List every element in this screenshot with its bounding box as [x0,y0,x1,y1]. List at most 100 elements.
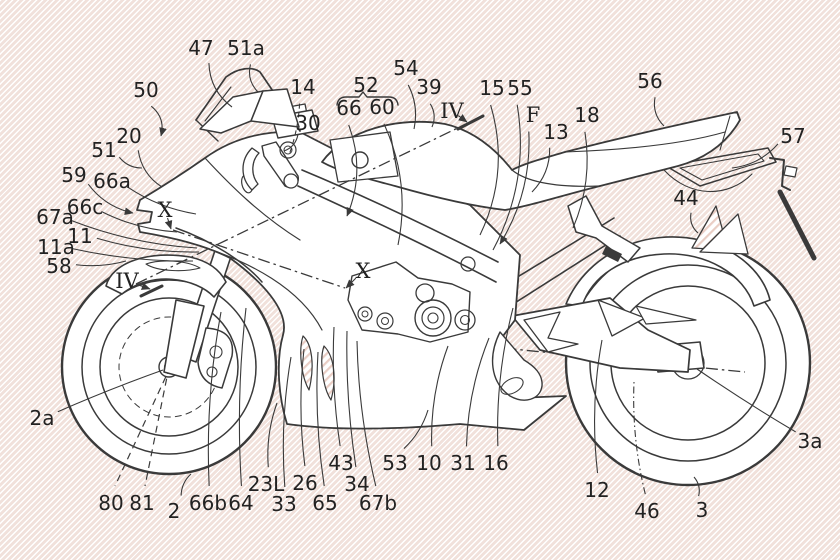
part-label-57-17: 57 [780,124,805,148]
leader-line-3a-51 [696,368,796,433]
part-label-26-39: 26 [292,471,317,495]
part-label-47-0: 47 [188,36,213,60]
part-label-56-16: 56 [637,69,662,93]
part-label-30-7: 30 [295,111,320,135]
part-label-66-5: 66 [336,96,361,120]
leader-line-30-7 [283,134,299,152]
brake-lever [242,147,260,191]
leader-line-60-6 [383,123,403,246]
part-label-10-45: 10 [416,451,441,475]
engine-case [347,261,471,343]
leader-line-65-40 [316,351,325,487]
part-label-65-40: 65 [312,491,337,515]
leader-line-67b-43 [356,340,377,487]
part-label-2a-31: 2a [30,406,55,430]
leader-line-55-12 [492,104,521,251]
leader-line-14-3 [288,103,301,156]
footpeg-hanger [567,195,641,263]
frame-spar-top [301,169,499,263]
part-label-46-49: 46 [634,499,659,523]
part-label-43-41: 43 [328,451,353,475]
windscreen [195,67,301,142]
leader-line-F-13 [499,131,530,245]
leader-line-IV-28 [136,282,151,290]
swingarm [511,297,697,373]
footpeg [602,246,622,262]
leader-line-16-47 [497,307,514,447]
part-label-51-20: 51 [91,138,116,162]
leader-line-66c-23 [101,210,178,233]
part-label-13-14: 13 [543,120,568,144]
fairing-vent-2 [321,345,335,401]
part-label-67a-24: 67a [36,205,74,229]
section-tick-IV-top [456,114,485,131]
leader-line-X-30 [345,277,357,289]
leader-line-54-8 [407,84,417,130]
part-label-20-19: 20 [116,124,141,148]
part-label-67b-43: 67b [359,491,397,515]
part-label-55-12: 55 [507,76,532,100]
section-lines [135,114,485,298]
seat-edge [511,169,601,187]
mud-flap [777,189,817,261]
part-label-3a-51: 3a [798,429,823,453]
part-label-16-47: 16 [483,451,508,475]
leader-line-IV-10 [457,114,468,123]
part-label-12-48: 12 [584,478,609,502]
part-label-64-36: 64 [228,491,253,515]
part-label-18-15: 18 [574,103,599,127]
leader-line-2a-31 [57,369,164,413]
leader-line-67a-24 [71,220,198,249]
leader-line-13-14 [531,147,551,193]
leader-line-39-9 [429,103,435,128]
part-label-81-33: 81 [129,491,154,515]
leader-line-X-29 [164,217,173,230]
front-fender [105,254,227,298]
leader-line-33-38 [282,356,292,488]
leader-line-58-27 [75,260,127,267]
part-label-50-2: 50 [133,78,158,102]
leader-line-44-18 [690,212,699,234]
fairing-edge-band [175,227,263,283]
leader-line-43-41 [332,326,341,447]
leader-line-59-21 [87,183,134,216]
part-label-2-34: 2 [168,499,181,523]
leader-line-66-5 [346,124,358,217]
leader-line-10-45 [431,345,449,447]
part-label-F-13: F [526,103,541,127]
leader-line-56-16 [653,97,665,127]
leader-line-12-48 [594,339,603,474]
part-label-52-4: 52 [353,73,378,97]
leader-line-23L-37 [267,402,278,468]
cowl-crease [204,157,301,241]
upper-winglet-left [199,90,264,134]
part-label-66b-35: 66b [189,491,227,515]
part-label-33-38: 33 [271,492,296,516]
part-label-X-30: X [356,259,371,283]
section-line-X-X [172,229,346,289]
part-label-14-3: 14 [290,75,315,99]
trail-line [144,366,170,487]
part-label-11a-26: 11a [37,235,75,259]
leader-line-18-15 [572,131,588,229]
part-label-23L-37: 23L [248,472,285,496]
part-label-34-42: 34 [344,472,369,496]
part-label-11-25: 11 [67,224,92,248]
part-label-58-27: 58 [46,254,71,278]
part-label-51a-1: 51a [227,36,265,60]
leader-line-31-46 [465,337,490,447]
part-label-IV-28: IV [115,269,139,293]
leader-line-51-20 [118,156,143,169]
leader-line-50-2 [150,105,167,137]
part-label-31-46: 31 [450,451,475,475]
section-line-IV-IV [135,121,471,285]
leader-line-66a-22 [127,186,197,215]
part-label-44-18: 44 [673,186,698,210]
part-label-IV-10: IV [440,99,464,123]
upper-winglet-right [250,88,300,128]
bar-end [283,173,299,189]
leader-line-3-50 [693,476,700,497]
section-tick-IV-left [139,284,164,298]
